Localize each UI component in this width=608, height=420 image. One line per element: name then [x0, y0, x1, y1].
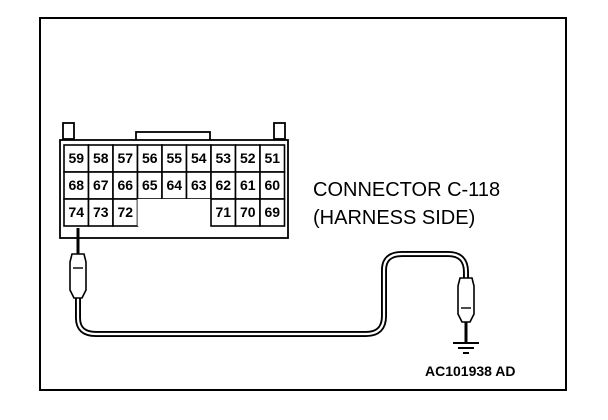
pin-label: 74 [68, 204, 84, 220]
pin-label: 55 [166, 150, 182, 166]
pin-label: 64 [166, 177, 182, 193]
ground-icon [453, 342, 479, 354]
pin-label: 59 [68, 150, 84, 166]
pin-cell [87, 144, 114, 173]
pin-label: 70 [240, 204, 256, 220]
left-probe-body [69, 253, 87, 299]
pin-label: 51 [264, 150, 280, 166]
pin-label: 61 [240, 177, 256, 193]
pin-label: 53 [215, 150, 231, 166]
pin-cell [210, 171, 237, 200]
pin-cell [210, 144, 237, 173]
pin-cell [87, 198, 114, 227]
connector-housing: 59 58 57 56 55 54 53 52 51 68 67 66 65 64 63 62 61 60 74 73… [59, 122, 289, 239]
pin-label: 68 [68, 177, 84, 193]
pin-label: 57 [117, 150, 133, 166]
figure-code: AC101938 AD [425, 363, 516, 379]
pin-label: 54 [191, 150, 207, 166]
pin-label: 69 [264, 204, 280, 220]
pin-grid: 59 58 57 56 55 54 53 52 51 68 67 66 65 64 63 62 61 60 74 73… [63, 144, 286, 227]
pin-label: 52 [240, 150, 256, 166]
lead-wire [75, 251, 469, 337]
lead-wire-core [76, 252, 468, 336]
pin-label: 72 [117, 204, 133, 220]
empty-pin-cell [162, 199, 187, 226]
connector-label-line2: (HARNESS SIDE) [313, 207, 475, 229]
pin-label: 60 [264, 177, 280, 193]
pin-cell [259, 171, 286, 200]
connector-label-line1: CONNECTOR C-118 [313, 179, 500, 201]
pin-label: 73 [93, 204, 109, 220]
pin-cell [136, 171, 163, 200]
pin-cell [63, 144, 90, 173]
test-lead [69, 228, 475, 342]
pin-cell [259, 198, 286, 227]
pin-label: 66 [117, 177, 133, 193]
pin-label: 56 [142, 150, 158, 166]
empty-pin-cell [186, 199, 211, 226]
diagram-frame [39, 17, 567, 391]
pin-label: 67 [93, 177, 109, 193]
pin-cell [259, 144, 286, 173]
pin-label: 63 [191, 177, 207, 193]
pin-cell [112, 198, 139, 227]
pin-label: 58 [93, 150, 109, 166]
right-probe-body [457, 277, 475, 323]
pin-cell [210, 198, 237, 227]
pin-cell [161, 171, 188, 200]
right-latch [273, 122, 286, 140]
pin-label: 62 [215, 177, 231, 193]
pin-cell [87, 171, 114, 200]
pin-label: 71 [215, 204, 231, 220]
pin-label: 65 [142, 177, 158, 193]
left-latch [62, 122, 75, 140]
empty-pin-cell [137, 199, 162, 226]
